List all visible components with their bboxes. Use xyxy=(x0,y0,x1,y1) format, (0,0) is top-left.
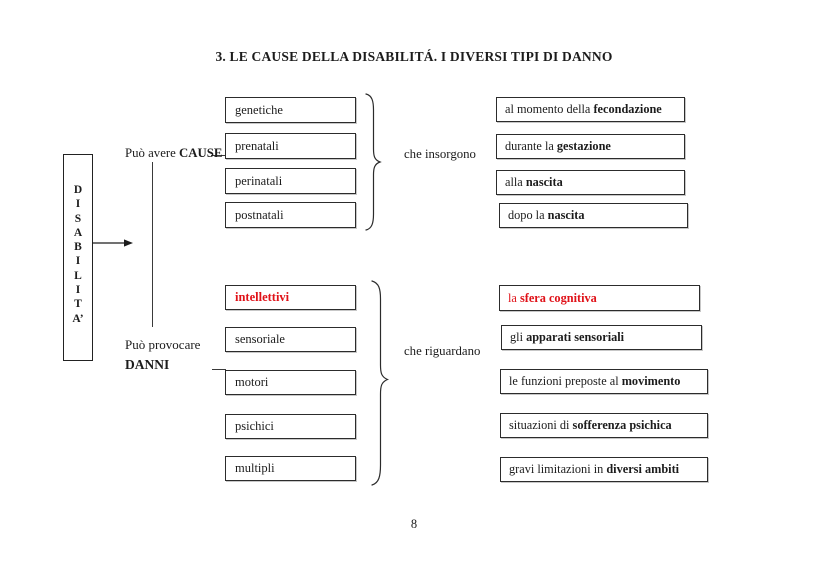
danni-label: Può provocare DANNI xyxy=(125,335,200,375)
cause-type-label: postnatali xyxy=(235,208,284,222)
cause-type-box: genetiche xyxy=(225,97,356,123)
damages-brace-label: che riguardano xyxy=(404,344,481,358)
cause-when-bold: fecondazione xyxy=(593,102,662,116)
damage-type-box: psichici xyxy=(225,414,356,439)
damage-target-text: gravi limitazioni in xyxy=(509,462,607,476)
disability-box: D I S A B I L I T A’ xyxy=(63,154,93,361)
damage-target-bold: movimento xyxy=(621,374,681,388)
damage-type-label: multipli xyxy=(235,461,275,475)
danni-label-line1: Può provocare xyxy=(125,337,201,352)
cause-type-label: genetiche xyxy=(235,103,283,117)
disability-letter: D xyxy=(73,184,83,196)
damage-target-bold: diversi ambiti xyxy=(606,462,680,476)
cause-type-box: perinatali xyxy=(225,168,356,194)
cause-connector-line xyxy=(211,155,225,156)
cause-label: Può avere CAUSE xyxy=(125,146,222,161)
damage-target-bold: apparati sensoriali xyxy=(526,330,625,344)
disability-letter: I xyxy=(75,198,81,211)
causes-brace-label: che insorgono xyxy=(404,147,476,161)
cause-label-prefix: Può avere xyxy=(125,146,180,160)
damage-type-box: multipli xyxy=(225,456,356,481)
danni-label-line2: DANNI xyxy=(125,357,170,372)
cause-when-bold: nascita xyxy=(525,175,563,189)
damage-target-box: le funzioni preposte al movimento xyxy=(500,369,708,394)
damage-target-text: gli xyxy=(510,330,527,344)
damage-type-label: psichici xyxy=(235,419,274,433)
damage-target-box: gli apparati sensoriali xyxy=(501,325,702,350)
cause-when-text: al momento della xyxy=(505,102,594,116)
disability-letter: I xyxy=(75,255,81,268)
cause-when-bold: gestazione xyxy=(556,139,611,153)
disability-letter: A xyxy=(73,226,83,239)
cause-when-box: al momento della fecondazione xyxy=(496,97,685,122)
cause-when-box: dopo la nascita xyxy=(499,203,688,228)
disability-letter: A’ xyxy=(72,312,84,325)
damage-type-box: intellettivi xyxy=(225,285,356,310)
damage-type-label: sensoriale xyxy=(235,332,285,346)
cause-when-box: alla nascita xyxy=(496,170,685,195)
damage-target-text: la xyxy=(508,291,520,305)
curly-brace-damages xyxy=(371,280,390,486)
damage-target-box: la sfera cognitiva xyxy=(499,285,700,311)
damage-type-box: motori xyxy=(225,370,356,395)
damage-target-box: gravi limitazioni in diversi ambiti xyxy=(500,457,708,482)
cause-label-bold: CAUSE xyxy=(179,146,223,160)
cause-type-box: prenatali xyxy=(225,133,356,159)
disability-letter: L xyxy=(74,269,82,282)
disability-letter: I xyxy=(75,284,81,297)
damage-type-label: intellettivi xyxy=(235,290,290,304)
page-number: 8 xyxy=(410,517,418,531)
damage-target-text: situazioni di xyxy=(509,418,573,432)
disability-letter: T xyxy=(74,298,82,311)
cause-when-text: alla xyxy=(505,175,526,189)
cause-type-label: prenatali xyxy=(235,139,279,153)
curly-brace-causes xyxy=(365,93,382,231)
danni-connector-line xyxy=(212,369,226,370)
disability-letter: B xyxy=(74,241,82,254)
damage-type-box: sensoriale xyxy=(225,327,356,352)
damage-type-label: motori xyxy=(235,375,269,389)
damage-target-box: situazioni di sofferenza psichica xyxy=(500,413,708,438)
cause-when-bold: nascita xyxy=(547,208,585,222)
connector-vertical-line xyxy=(152,162,153,327)
cause-type-label: perinatali xyxy=(235,174,283,188)
arrow-right-icon xyxy=(92,239,133,247)
page-title: 3. LE CAUSE DELLA DISABILITÁ. I DIVERSI … xyxy=(215,49,613,64)
cause-when-box: durante la gestazione xyxy=(496,134,685,159)
cause-when-text: dopo la xyxy=(508,208,548,222)
cause-when-text: durante la xyxy=(505,139,557,153)
cause-type-box: postnatali xyxy=(225,202,356,228)
damage-target-bold: sfera cognitiva xyxy=(519,291,597,305)
disability-letter: S xyxy=(74,212,82,225)
damage-target-bold: sofferenza psichica xyxy=(572,418,672,432)
damage-target-text: le funzioni preposte al xyxy=(509,374,622,388)
